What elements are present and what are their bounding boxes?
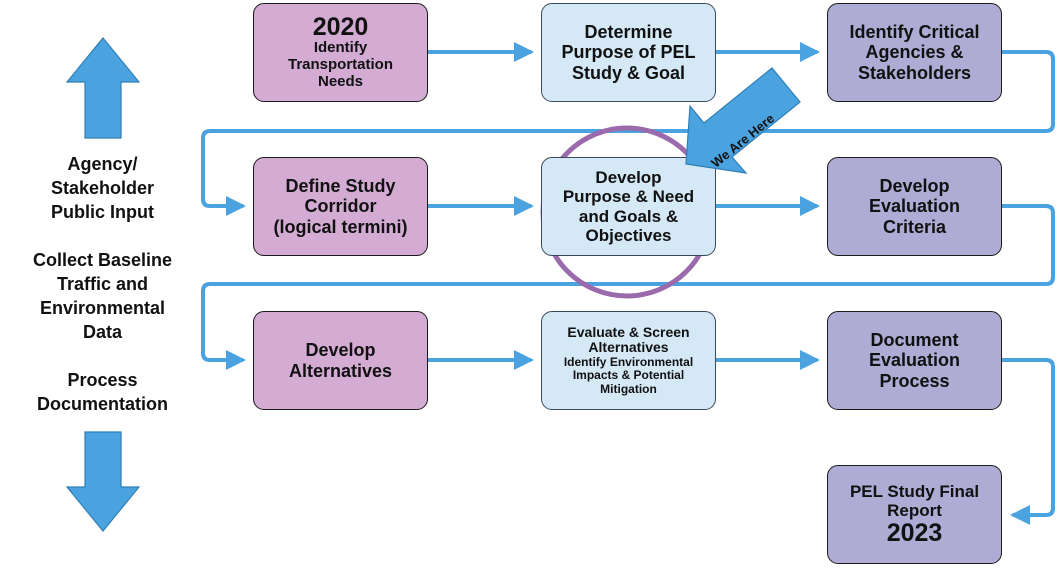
- step-line: Purpose & Need: [562, 187, 695, 207]
- step-develop-purpose-need: Develop Purpose & Need and Goals & Objec…: [541, 157, 716, 256]
- step-line: Agencies &: [865, 42, 964, 63]
- connector-document-to-report: [1000, 358, 1055, 525]
- step-develop-alternatives: Develop Alternatives: [253, 311, 428, 410]
- step-line: (logical termini): [273, 216, 408, 237]
- connector-criteria-to-alternatives: [201, 204, 1055, 370]
- step-identify-agencies: Identify Critical Agencies & Stakeholder…: [827, 3, 1002, 102]
- upward-arrow-icon: [65, 37, 141, 139]
- step-line: Alternatives: [288, 360, 393, 381]
- side-process-line: Documentation: [36, 393, 168, 414]
- step-determine-purpose: Determine Purpose of PEL Study & Goal: [541, 3, 716, 102]
- end-year: 2023: [886, 519, 943, 548]
- step-line: Study & Goal: [571, 62, 685, 83]
- side-agency-line: Public Input: [51, 201, 154, 222]
- step-line: Stakeholders: [857, 62, 972, 83]
- step-line: Identify: [313, 39, 368, 57]
- step-document-process: Document Evaluation Process: [827, 311, 1002, 410]
- step-line: Develop: [305, 340, 376, 361]
- step-develop-criteria: Develop Evaluation Criteria: [827, 157, 1002, 256]
- step-line: Identify Critical: [849, 22, 980, 43]
- connector-agencies-to-corridor: [201, 50, 1055, 216]
- step-line: Transportation: [287, 56, 393, 74]
- side-baseline-line: Traffic and: [56, 273, 149, 294]
- step-line: Evaluation: [868, 350, 961, 371]
- step-define-corridor: Define Study Corridor (logical termini): [253, 157, 428, 256]
- step-identify-needs: 2020 Identify Transportation Needs: [253, 3, 428, 102]
- step-detail-line: Impacts & Potential: [572, 368, 685, 383]
- step-detail-line: Mitigation: [600, 381, 657, 396]
- side-baseline-line: Data: [82, 321, 122, 342]
- side-process-line: Process: [67, 370, 138, 390]
- side-baseline-line: Environmental: [39, 297, 166, 318]
- step-title-line: Alternatives: [588, 339, 669, 356]
- step-line: Report: [887, 501, 942, 521]
- step-line: and Goals &: [578, 206, 679, 226]
- step-line: Evaluation: [868, 196, 961, 217]
- step-line: Purpose of PEL: [561, 42, 696, 63]
- step-line: Criteria: [882, 216, 947, 237]
- start-year: 2020: [312, 13, 369, 42]
- step-title-line: Evaluate & Screen: [567, 323, 690, 340]
- step-final-report: PEL Study Final Report 2023: [827, 465, 1002, 564]
- downward-arrow-icon: [65, 431, 141, 532]
- side-baseline-data: Collect Baseline Traffic and Environment…: [10, 249, 195, 345]
- step-line: Corridor: [304, 196, 377, 217]
- step-line: Define Study: [285, 176, 396, 197]
- step-line: Process: [879, 370, 950, 391]
- step-line: Document: [870, 330, 959, 351]
- step-detail-line: Identify Environmental: [563, 355, 694, 370]
- step-line: Objectives: [585, 225, 672, 245]
- step-line: PEL Study Final: [849, 482, 980, 502]
- step-line: Determine: [584, 22, 673, 43]
- step-evaluate-screen: Evaluate & Screen Alternatives Identify …: [541, 311, 716, 410]
- side-process-documentation: Process Documentation: [10, 369, 195, 417]
- side-agency-line: Agency/: [67, 154, 138, 174]
- side-baseline-line: Collect Baseline: [32, 250, 173, 270]
- side-agency-line: Stakeholder: [50, 177, 155, 198]
- side-agency-input: Agency/ Stakeholder Public Input: [10, 153, 195, 225]
- step-line: Develop: [879, 176, 950, 197]
- step-line: Needs: [317, 73, 364, 91]
- step-line: Develop: [595, 168, 662, 188]
